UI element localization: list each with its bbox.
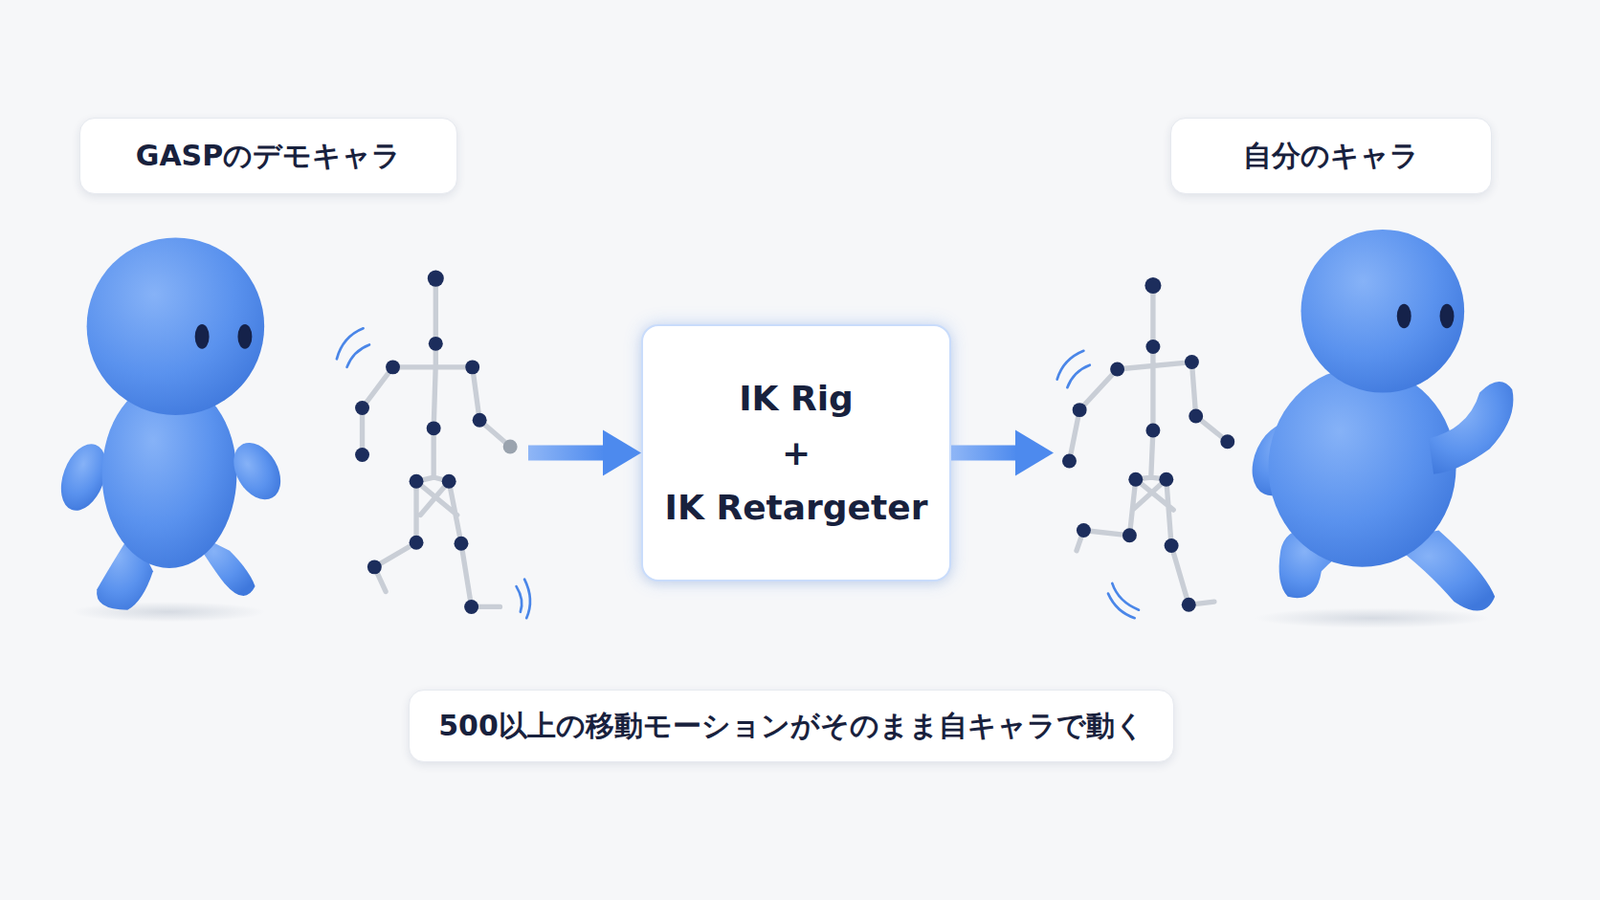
skeleton-joint: [1122, 528, 1137, 543]
summary-box: 500以上の移動モーションがそのまま自キャラで動く: [408, 689, 1175, 763]
skeleton-joint: [385, 359, 400, 375]
skeleton-joint: [1076, 523, 1091, 538]
box-text: 500以上の移動モーションがそのまま自キャラで動く: [438, 709, 1145, 744]
skeleton-joint: [1128, 472, 1143, 488]
skeleton-joint: [1220, 434, 1235, 449]
source-character-group: GASPのデモキャラ: [57, 117, 529, 616]
motion-arc: [1057, 351, 1139, 619]
skeleton-joint: [1110, 362, 1125, 378]
demo-character: [52, 237, 290, 623]
skeleton-joint: [454, 536, 469, 552]
motion-arc: [1108, 594, 1135, 620]
motion-arc: [336, 328, 364, 359]
skeleton-joint: [1164, 538, 1179, 554]
skeleton-joint: [1188, 409, 1203, 424]
skeleton-joint: [442, 474, 457, 489]
target-skeleton: [1068, 286, 1227, 606]
skeleton-joint: [1062, 454, 1077, 469]
skeleton-joint: [409, 474, 424, 489]
skeleton-joint: [465, 359, 480, 375]
box-text-line: +: [781, 432, 811, 474]
illustration: [52, 229, 1513, 629]
skeleton-joint: [409, 535, 424, 551]
skeleton-joint: [1145, 339, 1160, 355]
skeleton-joint: [472, 413, 488, 428]
own-character: [1301, 229, 1466, 394]
motion-arc: [1057, 351, 1085, 380]
skeleton-joint: [355, 400, 370, 416]
demo-character: [195, 324, 210, 350]
demo-character: [87, 237, 266, 416]
demo-character: [237, 324, 252, 350]
retarget-process-box: IK Rig + IK Retargeter: [641, 324, 952, 582]
own-character: [1428, 381, 1514, 475]
arrow-shaft: [528, 445, 605, 462]
skeleton-joint: [1181, 598, 1197, 613]
own-character: [1255, 608, 1490, 629]
skeleton-joint: [355, 447, 370, 463]
skeleton-joint: [1062, 277, 1235, 613]
demo-character: [71, 601, 267, 623]
skeleton-joint: [355, 270, 518, 615]
box-text: IK Rig: [738, 377, 854, 420]
flow-arrow: [528, 430, 642, 477]
skeleton-joint: [1145, 423, 1160, 439]
skeleton-joint: [1072, 402, 1088, 418]
skeleton-joint: [367, 559, 382, 575]
flow-arrow: [951, 430, 1054, 477]
skeleton-joint: [1144, 277, 1161, 294]
own-character: [1241, 229, 1513, 629]
motion-arc: [336, 328, 531, 619]
skeleton-joint: [428, 336, 444, 352]
demo-character: [223, 434, 290, 509]
own-character: [1267, 367, 1456, 568]
motion-arc: [1066, 365, 1089, 388]
motion-arc: [516, 586, 523, 613]
skeleton-joint: [503, 440, 518, 455]
character-label: GASPのデモキャラ: [79, 117, 458, 195]
target-character-group: 自分のキャラ: [1053, 117, 1552, 616]
arrow-shaft: [951, 445, 1018, 462]
skeleton-joint: [464, 600, 479, 615]
box-text-line: IK Retargeter: [665, 487, 929, 529]
skeleton-joint: [1158, 472, 1174, 488]
arrow-head: [602, 430, 642, 477]
source-skeleton: [362, 278, 512, 607]
skeleton-joint: [426, 421, 442, 436]
skeleton-joint: [427, 270, 445, 288]
own-character: [1440, 304, 1455, 330]
skeleton-joint: [1184, 355, 1200, 370]
motion-arc: [347, 344, 370, 367]
character-label: 自分のキャラ: [1170, 117, 1492, 195]
target-skeleton: [1068, 286, 1227, 606]
motion-arc: [524, 579, 531, 620]
arrow-head: [1015, 430, 1054, 477]
source-skeleton: [362, 278, 512, 607]
own-character: [1397, 304, 1412, 330]
